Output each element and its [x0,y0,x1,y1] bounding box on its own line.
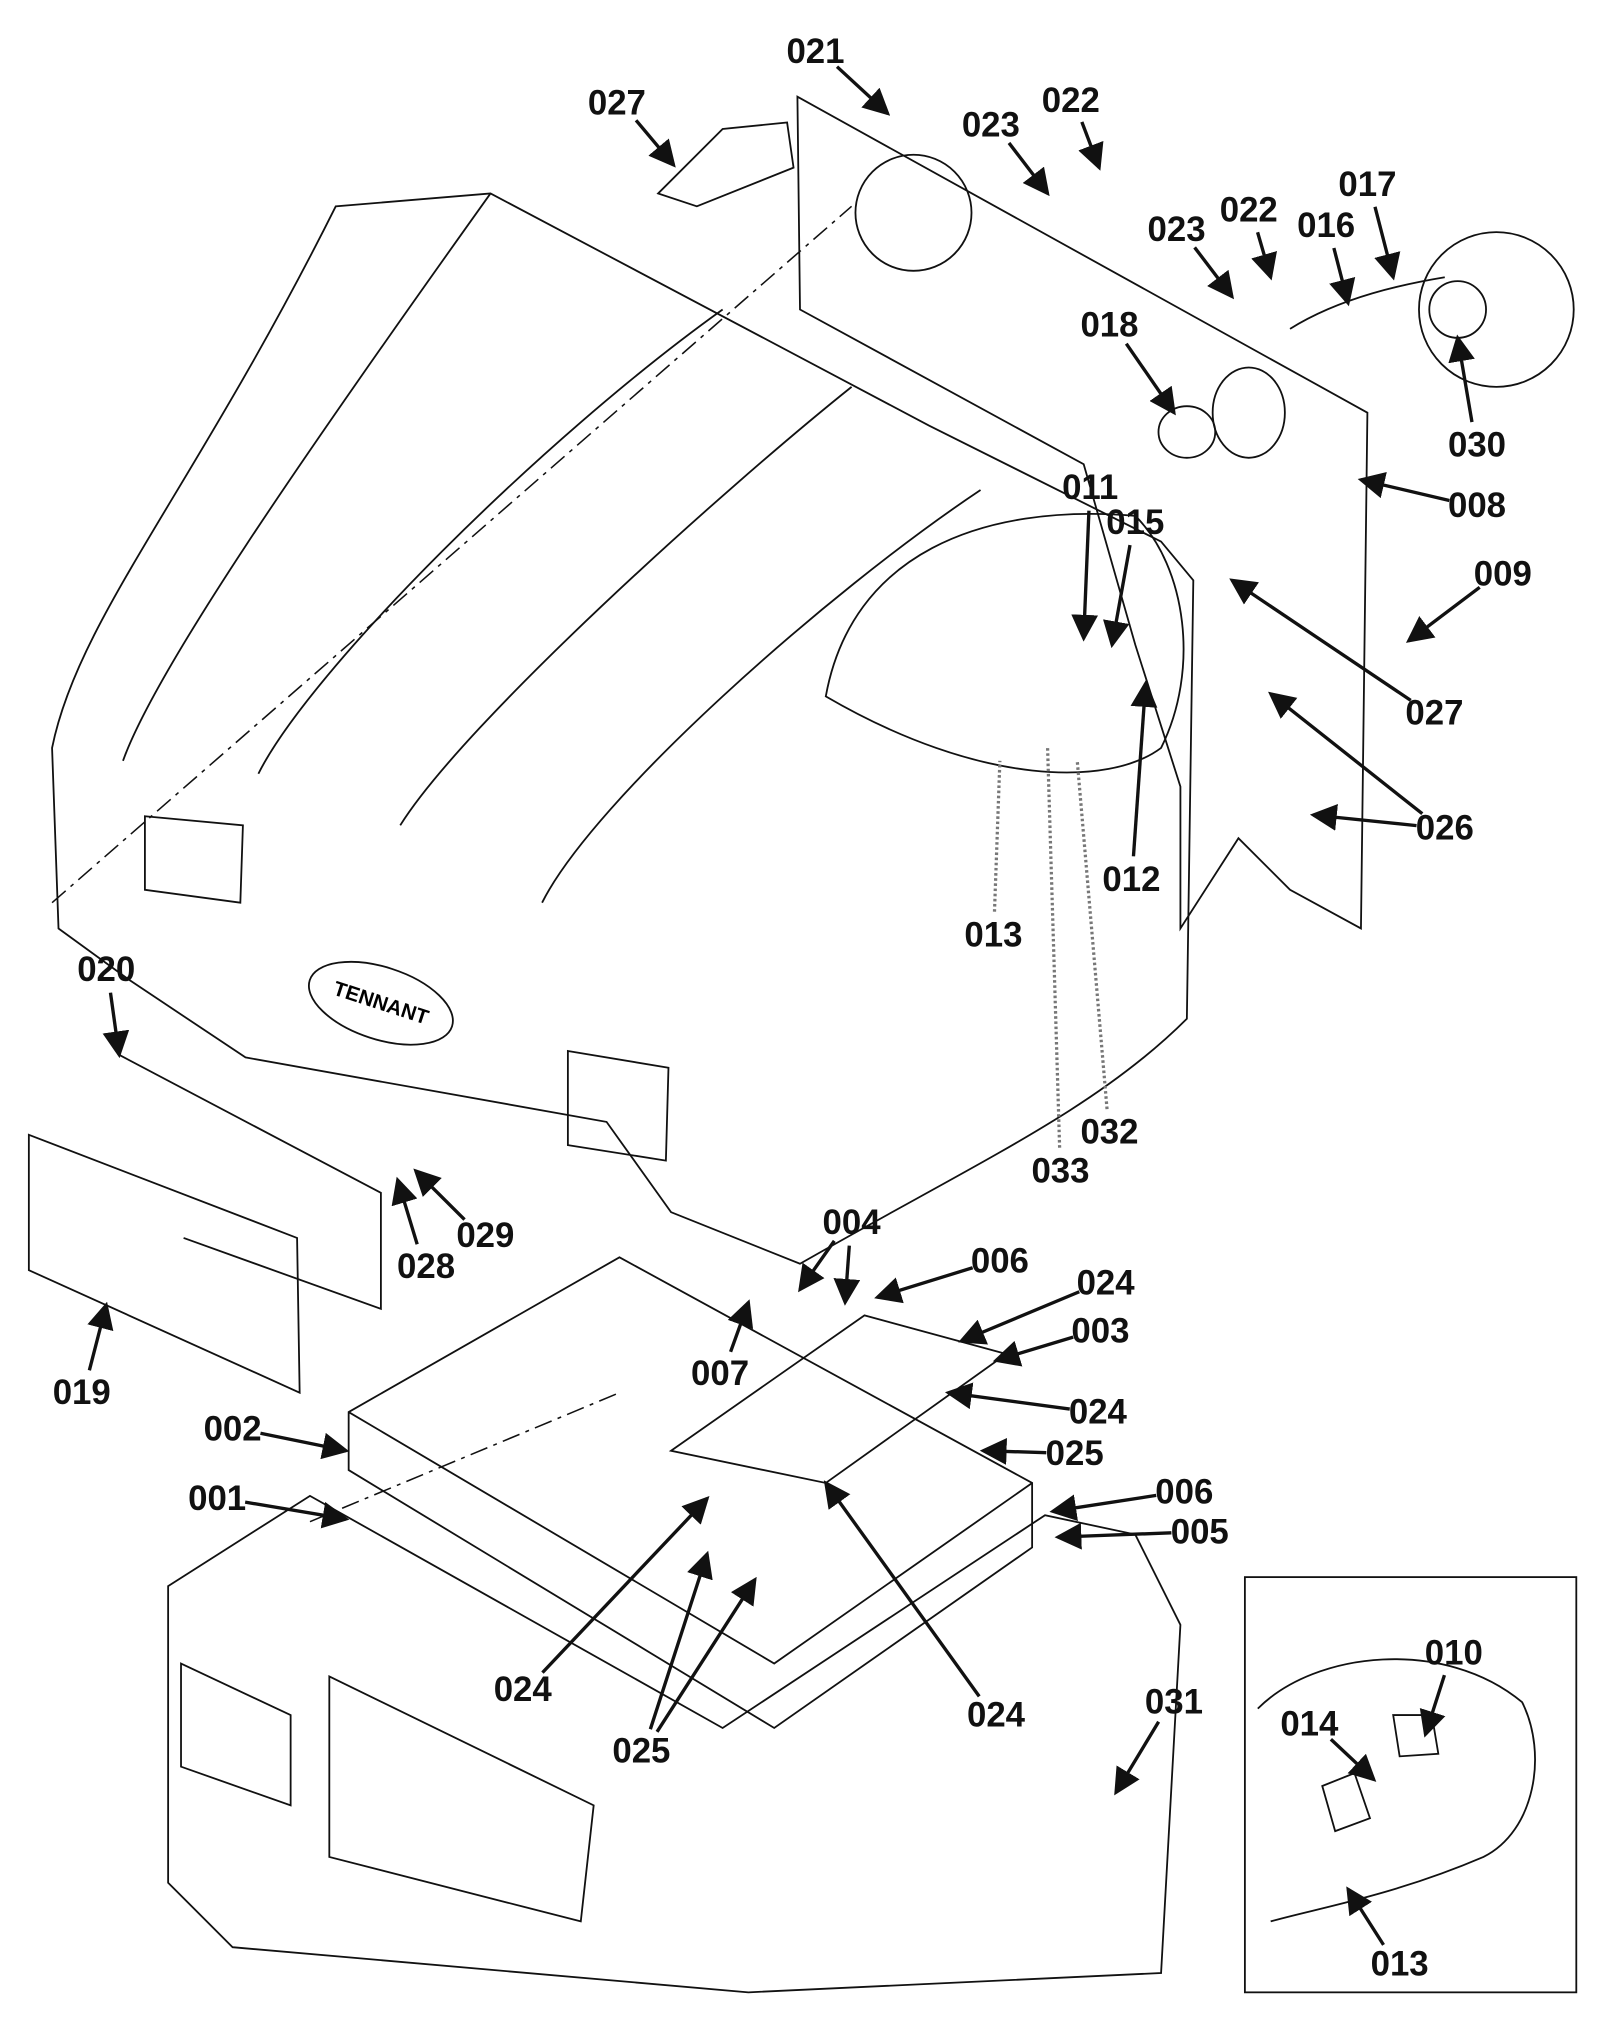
part-leader-arrow [992,1335,1074,1367]
part-callout-label: 006 [1155,1472,1213,1511]
part-leader-arrow [874,1266,974,1304]
svg-text:TENNANT: TENNANT [330,977,431,1029]
part-callout-label: 003 [1071,1311,1129,1350]
part-leader-arrow [1309,804,1417,831]
part-callout-label: 011 [1062,468,1118,507]
part-callout-label: 023 [1148,210,1206,249]
part-leader-arrow [1357,472,1450,503]
part-leader-arrow [1071,510,1099,642]
part-leader-arrow [979,1438,1047,1465]
inset-part-callout-label: 013 [1371,1944,1429,1983]
part-leader-arrow [833,1245,861,1306]
part-callout-label: 024 [1077,1264,1136,1303]
part-leader-arrow [1405,585,1481,643]
part-leader-arrow [1075,760,1109,1110]
part-callout-label: 022 [1220,191,1278,230]
inset-part-callout-label: 010 [1425,1634,1483,1673]
part-callout-label: 032 [1080,1113,1138,1152]
part-callout-label: 027 [1405,694,1463,733]
lower-body [51,205,1182,1994]
hood-outline [51,192,1195,1265]
part-leader-arrow [391,1176,419,1245]
part-callout-label: 005 [1171,1512,1229,1551]
part-leader-arrow [1373,206,1401,281]
part-leader-arrow [102,992,130,1059]
part-callout-label: 024 [967,1696,1026,1735]
part-callout-label: 017 [1338,165,1396,204]
part-callout-label: 012 [1102,860,1160,899]
part-leader-arrow [835,65,891,116]
part-callout-label: 025 [612,1732,670,1771]
part-leader-arrow [944,1382,1070,1411]
part-callout-label: 009 [1474,554,1532,593]
part-callout-label: 016 [1297,206,1355,245]
part-leader-arrow [1078,121,1104,171]
part-leader-arrow [648,1550,713,1730]
part-callout-label: 021 [786,32,844,71]
part-leader-arrow [244,1500,350,1529]
part-callout-label: 031 [1145,1683,1203,1722]
part-leader-arrow [1045,747,1062,1148]
part-leader-arrow [798,1239,836,1293]
part-leader-arrow [958,1290,1080,1345]
part-leader-arrow [727,1299,754,1353]
part-callout-label: 022 [1042,81,1100,120]
part-callout-label: 033 [1031,1151,1089,1190]
part-callout-label: 028 [397,1247,455,1286]
part-leader-arrow [1229,578,1412,702]
part-callout-label: 004 [823,1203,882,1242]
part-callout-label: 025 [1046,1434,1104,1473]
part-leader-arrow [1251,231,1277,281]
part-leader-arrow [1007,141,1050,197]
part-callout-label: 024 [1069,1393,1128,1432]
inset-part-leader-arrow [1346,1886,1385,1946]
part-leader-arrow [1049,1493,1157,1522]
part-leader-arrow [1268,691,1424,816]
filter-frame [27,1054,1034,1730]
part-callout-label: 013 [964,915,1022,954]
part-leader-arrow [992,760,1002,912]
inset-detail [1243,1576,1578,1994]
part-callout-label: 019 [53,1373,111,1412]
part-callout-label: 030 [1448,425,1506,464]
part-callout-label: 026 [1416,808,1474,847]
part-leader-arrow [634,119,676,168]
part-callout-label: 007 [691,1354,749,1393]
part-leader-arrow [87,1301,114,1371]
part-leader-arrow [1329,247,1356,307]
part-leader-arrow [541,1496,710,1674]
part-callout-label: 027 [588,84,646,123]
inset-part-leader-arrow [1419,1674,1447,1738]
part-leader-arrow [1130,680,1158,857]
part-leader-arrow [1448,334,1475,423]
inset-part-leader-arrow [1329,1738,1377,1782]
part-leader-arrow [1124,342,1176,416]
tennant-logo: TENNANT [307,960,454,1046]
part-callout-label: 015 [1106,503,1164,542]
part-callout-label: 029 [456,1216,514,1255]
inset-part-callout-label: 014 [1280,1705,1339,1744]
part-callout-label: 020 [77,950,135,989]
part-leader-arrow [823,1480,981,1698]
part-leader-arrow [1054,1522,1172,1550]
part-leader-arrow [1193,246,1235,300]
part-leader-arrow [260,1431,350,1460]
rear-panel [656,95,1575,932]
part-callout-label: 006 [971,1242,1029,1281]
part-callout-label: 018 [1080,305,1138,344]
part-callout-label: 023 [962,106,1020,145]
part-callout-label: 001 [188,1479,246,1518]
part-callout-label: 008 [1448,486,1506,525]
part-callout-label: 002 [204,1409,262,1448]
part-leader-arrow [1103,544,1132,649]
part-leader-arrow [655,1576,757,1733]
part-leader-arrow [1114,1720,1161,1796]
part-leader-arrow [413,1168,466,1221]
part-callout-label: 024 [494,1670,553,1709]
